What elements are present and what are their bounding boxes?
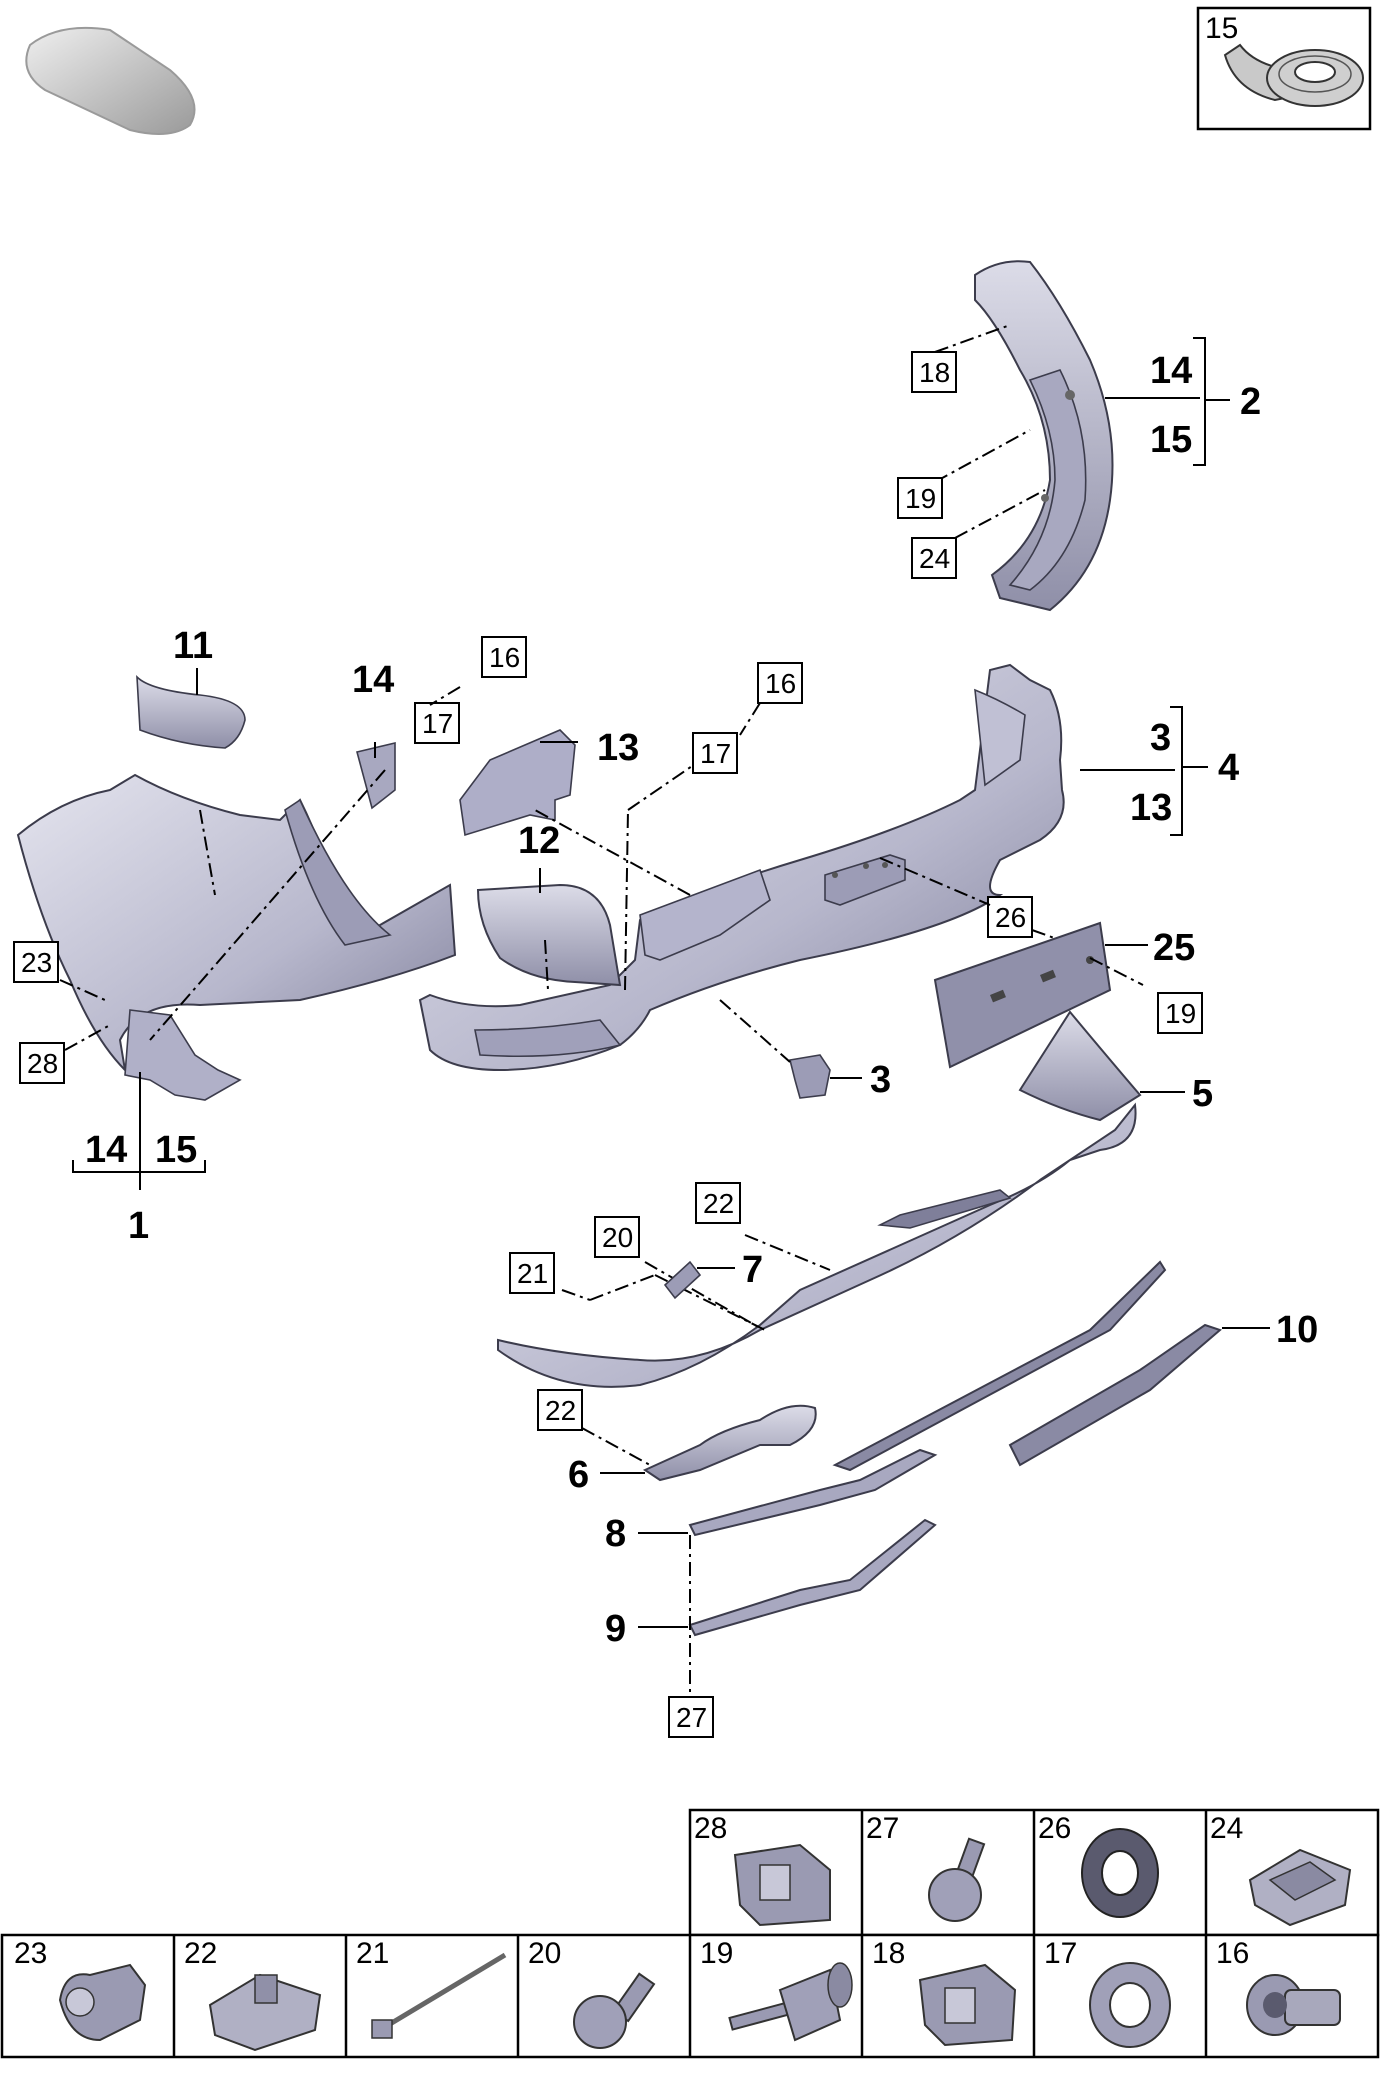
license-plate-bracket-25-part [933, 921, 1112, 1069]
callout-7: 7 [742, 1249, 763, 1291]
boxed-callout-22-lower: 22 [537, 1389, 583, 1431]
boxed-callout-20: 20 [594, 1216, 640, 1258]
trim-panel-12-part [476, 883, 622, 987]
table-cell-label-bottom-5: 18 [872, 1937, 905, 1970]
callout-13-right: 13 [1130, 787, 1172, 829]
rear-bumper-cover-part [418, 663, 1065, 1072]
boxed-callout-16-center: 16 [757, 662, 803, 704]
boxed-callout-18-text: 18 [919, 357, 950, 388]
table-cell-label-top-0: 28 [694, 1812, 727, 1845]
table-cell-label-top-2: 26 [1038, 1812, 1071, 1845]
boxed-callout-16-center-text: 16 [765, 668, 796, 699]
callout-4: 4 [1218, 747, 1239, 789]
callout-8: 8 [605, 1513, 626, 1555]
table-cell-label-bottom-2: 21 [356, 1937, 389, 1970]
sealing-ring-26-icon [1081, 1828, 1159, 1918]
table-cell-label-bottom-6: 17 [1044, 1937, 1077, 1970]
fasteners-parts-table: 28 27 26 24 23 22 21 20 19 18 17 16 [0, 1808, 1380, 2059]
table-cell-label-top-3: 24 [1210, 1812, 1243, 1845]
callout-12: 12 [518, 820, 560, 862]
table-cell-label-bottom-3: 20 [528, 1937, 561, 1970]
callout-5: 5 [1192, 1073, 1213, 1115]
boxed-callout-23: 23 [13, 941, 59, 983]
bracket-6-part [642, 1404, 817, 1482]
boxed-callout-21-text: 21 [517, 1258, 548, 1289]
boxed-callout-17-center: 17 [692, 732, 738, 774]
boxed-callout-17-center-text: 17 [700, 738, 731, 769]
tape-inset-label: 15 [1205, 12, 1238, 45]
expanding-rivet-23-icon [58, 1963, 147, 2042]
boxed-callout-27-text: 27 [676, 1702, 707, 1733]
lower-diffuser-part [497, 1102, 1137, 1388]
cable-tie-21-icon [371, 1952, 507, 2039]
bolt-27-icon [928, 1837, 986, 1922]
table-cell-label-bottom-4: 19 [700, 1937, 733, 1970]
boxed-callout-26: 26 [987, 896, 1033, 938]
boxed-callout-19-center: 19 [1157, 992, 1203, 1034]
table-cell-label-bottom-7: 16 [1216, 1937, 1249, 1970]
screw-20-icon [573, 1972, 656, 2049]
callout-13-upper: 13 [597, 727, 639, 769]
callout-1: 1 [128, 1205, 149, 1247]
cover-cap-3-part [789, 1054, 831, 1099]
callout-10: 10 [1276, 1309, 1318, 1351]
boxed-callout-16-left-text: 16 [489, 642, 520, 673]
boxed-callout-26-text: 26 [995, 902, 1026, 933]
table-cell-label-bottom-1: 22 [184, 1937, 217, 1970]
boxed-callout-19-side-text: 19 [905, 483, 936, 514]
side-bracket-part [974, 260, 1114, 612]
vehicle-thumbnail-icon [25, 26, 196, 135]
boxed-callout-27: 27 [668, 1696, 714, 1738]
sheet-metal-nut-22-icon [208, 1973, 322, 2052]
boxed-callout-22-upper-text: 22 [703, 1188, 734, 1219]
callout-3-right: 3 [1150, 717, 1171, 759]
bracket-clip-18-icon [918, 1963, 1017, 2047]
callout-3-clip: 3 [870, 1059, 891, 1101]
boxed-callout-16-left: 16 [481, 636, 527, 678]
boxed-callout-24-text: 24 [919, 543, 950, 574]
table-cell-label-top-1: 27 [866, 1812, 899, 1845]
boxed-callout-18: 18 [911, 351, 957, 393]
callout-14-bottom: 14 [85, 1129, 127, 1171]
corner-piece-5-part [1018, 1010, 1142, 1122]
boxed-callout-17-left: 17 [414, 702, 460, 744]
boxed-callout-21: 21 [509, 1252, 555, 1294]
trim-strip-9-part [688, 1518, 937, 1637]
clip-7-part [663, 1260, 702, 1300]
callout-15-bottom: 15 [155, 1129, 197, 1171]
plastic-nut-19-icon [728, 1962, 853, 2042]
boxed-callout-19-center-text: 19 [1165, 998, 1196, 1029]
boxed-callout-19-side: 19 [897, 477, 943, 519]
boxed-callout-24: 24 [911, 537, 957, 579]
boxed-callout-28: 28 [19, 1042, 65, 1084]
boxed-callout-28-text: 28 [27, 1048, 58, 1079]
reflector-strip-10-part [832, 1260, 1222, 1472]
bumper-corner-part [16, 674, 576, 1101]
bracket-clip-28-icon [733, 1843, 831, 1927]
boxed-callout-23-text: 23 [21, 947, 52, 978]
boxed-callout-17-left-text: 17 [422, 708, 453, 739]
adhesive-tape-roll-icon [1223, 43, 1364, 107]
spring-nut-24-icon [1248, 1848, 1352, 1927]
hex-nut-17-icon [1089, 1962, 1171, 2048]
callout-2: 2 [1240, 381, 1261, 423]
callout-14-side: 14 [1150, 350, 1192, 392]
table-cell-label-bottom-0: 23 [14, 1937, 47, 1970]
callout-9: 9 [605, 1608, 626, 1650]
callout-14-left: 14 [352, 659, 394, 701]
boxed-callout-22-upper: 22 [695, 1182, 741, 1224]
sensor-holder-16-icon [1246, 1974, 1341, 2036]
tape-inset-box: 15 [1196, 6, 1372, 131]
callout-11: 11 [173, 625, 213, 667]
callout-15-side: 15 [1150, 419, 1192, 461]
callout-25: 25 [1153, 927, 1195, 969]
boxed-callout-20-text: 20 [602, 1222, 633, 1253]
boxed-callout-22-lower-text: 22 [545, 1395, 576, 1426]
callout-6: 6 [568, 1454, 589, 1496]
trim-strip-8-part [688, 1448, 938, 1537]
